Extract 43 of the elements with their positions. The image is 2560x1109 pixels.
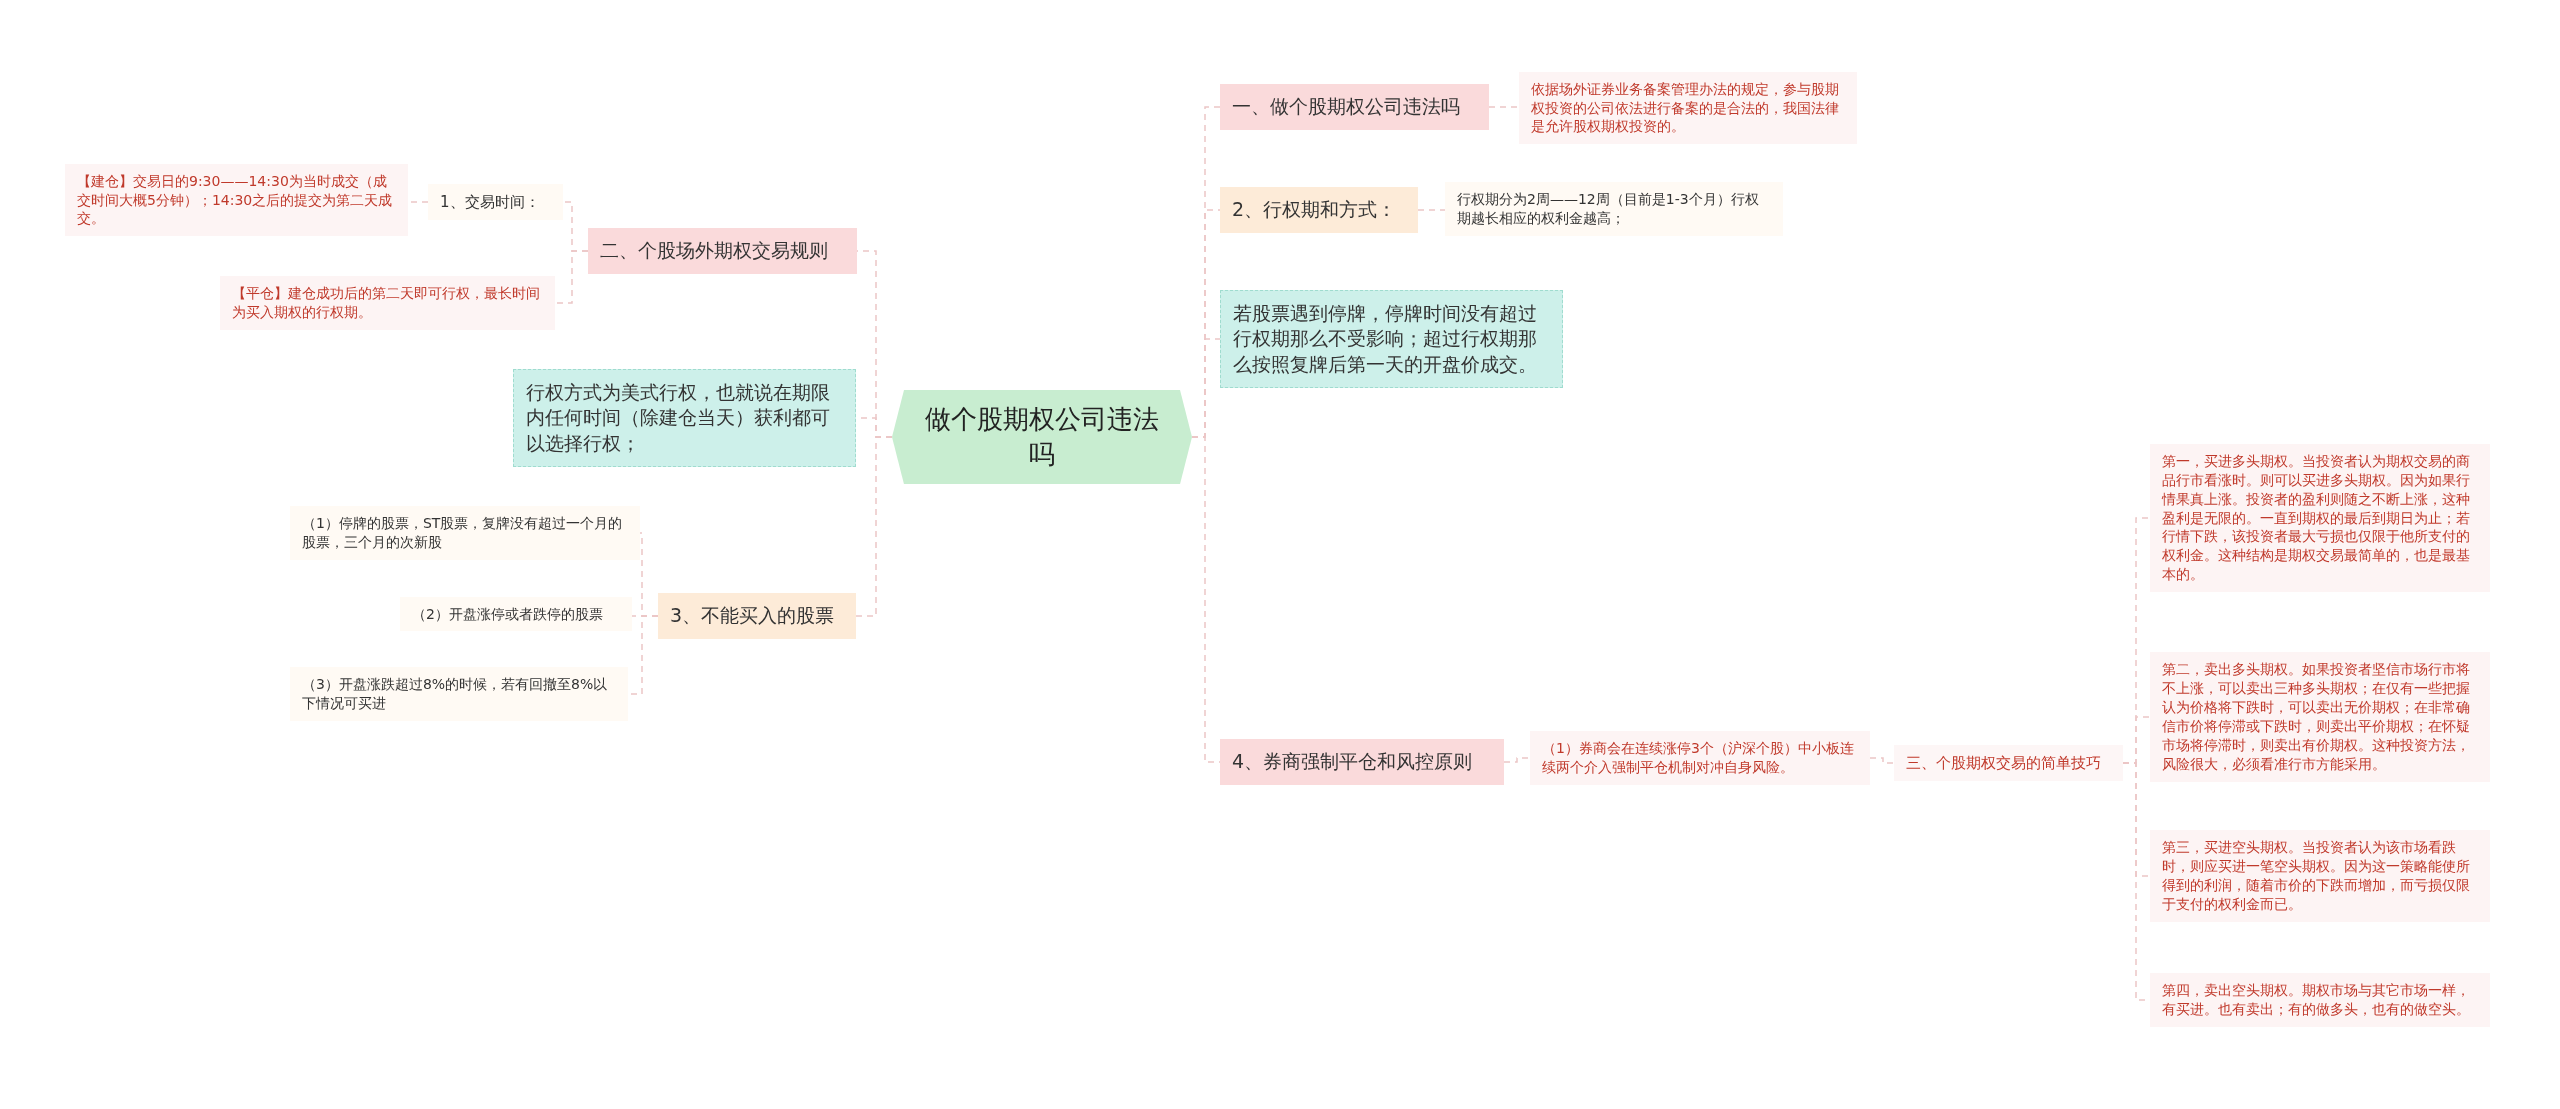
- topic-text: 2、行权期和方式：: [1232, 197, 1398, 223]
- topic-box: [1220, 187, 1418, 233]
- topic-text: 3、不能买入的股票: [670, 603, 836, 629]
- root-topic-text: 做个股期权公司违法吗: [924, 402, 1160, 471]
- detail-text: 【平仓】建仓成功后的第二天即可行权，最长时间为买入期权的行权期。: [232, 284, 541, 322]
- detail-box: [1445, 182, 1783, 236]
- connector-line: [855, 436, 893, 617]
- subtopic-box: [1894, 744, 2123, 782]
- subtopic-text: 三、个股期权交易的简单技巧: [1906, 752, 2102, 774]
- detail-text: 【建仓】交易日的9:30——14:30为当时成交（成交时间大概5分钟）；14:30之后的提交为第二天成交。: [77, 171, 394, 229]
- connector-line: [554, 250, 589, 304]
- detail-text: 行权期分为2周——12周（目前是1-3个月）行权期越长相应的权利金越高；: [1457, 190, 1760, 228]
- detail-text: （1）券商会在连续涨停3个（沪深个股）中小板连续两个介入强制平仓机制对冲自身风险。: [1542, 739, 1855, 777]
- connector-line: [1417, 209, 1446, 211]
- topic-text: 4、券商强制平仓和风控原则: [1232, 749, 1474, 775]
- detail-text: 第二，卖出多头期权。如果投资者坚信市场行市将不上涨，可以卖出三种多头期权；在仅有一些把握认为价格将下跌时，可以卖出无价期权；在非常确信市价将停滞或下跌时，则卖出平价期权；在怀疑市场将停滞时，则卖出有价期权。这种投资方法，风险很大，必须看准行市方能采用。: [2162, 660, 2471, 774]
- detail-text: （1）停牌的股票，ST股票，复牌没有超过一个月的股票，三个月的次新股: [302, 514, 624, 552]
- detail-text: 第一，买进多头期权。当投资者认为期权交易的商品行市看涨时。则可以买进多头期权。因为如果行情果真上涨。投资者的盈利则随之不断上涨，这种盈利是无限的。一直到期权的最后到期日为止；若行情下跌，该投资者最大亏损也仅限于他所支付的权利金。这种结构是期权交易最简单的，也是最基本的。: [2162, 451, 2471, 585]
- detail-text: （2）开盘涨停或者跌停的股票: [412, 604, 604, 624]
- topic-box: [658, 593, 856, 639]
- note-box: [1220, 289, 1563, 389]
- detail-text: 第三，买进空头期权。当投资者认为该市场看跌时，则应买进一笔空头期权。因为这一策略能使所得到的利润，随着市价的下跌而增加，而亏损仅限于支付的权利金而已。: [2162, 838, 2471, 914]
- connector-line: [1869, 757, 1895, 764]
- topic-box: [1220, 84, 1489, 130]
- detail-box: [290, 506, 640, 560]
- detail-box: [1530, 731, 1870, 785]
- topic-box: [1220, 739, 1504, 785]
- detail-box: [400, 596, 632, 632]
- note-box: [513, 368, 856, 468]
- connector-line: [1488, 106, 1520, 108]
- connector-line: [1503, 757, 1531, 763]
- detail-text: （3）开盘涨跌超过8%的时候，若有回撤至8%以下情况可买进: [302, 675, 609, 713]
- root-topic-hexagon: [892, 389, 1192, 485]
- detail-text: 依据场外证券业务备案管理办法的规定，参与股期权投资的公司依法进行备案的是合法的，我国法律是允许股权期权投资的。: [1531, 79, 1840, 137]
- topic-text: 一、做个股期权公司违法吗: [1232, 94, 1461, 120]
- note-text: 行权方式为美式行权，也就说在期限内任何时间（除建仓当天）获利都可以选择行权；: [526, 379, 831, 456]
- topic-box: [588, 228, 857, 274]
- topic-text: 二、个股场外期权交易规则: [600, 238, 829, 264]
- detail-box: [2150, 652, 2490, 782]
- note-text: 若股票遇到停牌，停牌时间没有超过行权期那么不受影响；超过行权期那么按照复牌后第一天的开盘价成交。: [1233, 300, 1538, 377]
- detail-text: 第四，卖出空头期权。期权市场与其它市场一样，有买进。也有卖出；有的做多头，也有的做空头。: [2162, 981, 2471, 1019]
- detail-box: [428, 183, 563, 221]
- detail-text: 1、交易时间：: [440, 191, 541, 213]
